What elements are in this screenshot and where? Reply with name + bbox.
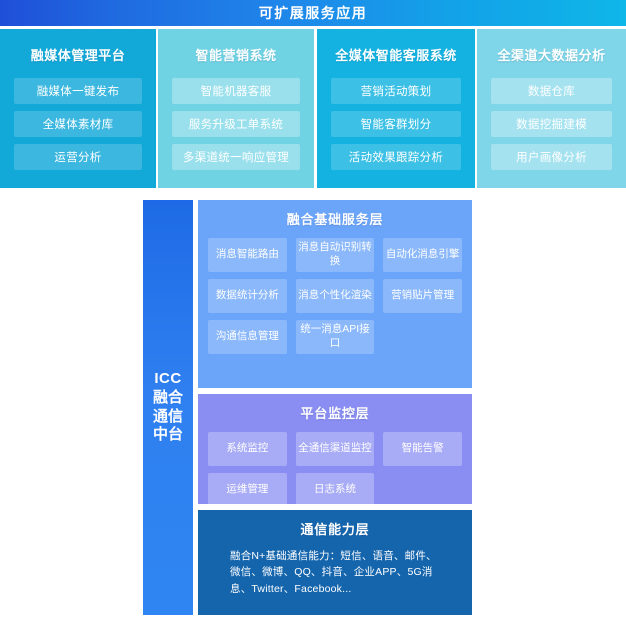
list-item[interactable]: 消息个性化渲染 [295, 279, 375, 313]
column-title: 全渠道大数据分析 [497, 48, 606, 63]
icc-platform-block: ICC 融合通信中台 融合基础服务层 消息智能路由 消息自动识别转换 自动化消息… [143, 200, 472, 615]
application-column-media-platform[interactable]: 融媒体管理平台 融媒体一键发布 全媒体素材库 运营分析 [0, 29, 156, 188]
icc-chinese-label: 融合通信中台 [152, 388, 183, 444]
layer-item-grid: 系统监控 全通信渠道监控 智能告警 运维管理 日志系统 [208, 432, 462, 507]
page-title: 可扩展服务应用 [258, 5, 368, 21]
layer-platform-monitoring: 平台监控层 系统监控 全通信渠道监控 智能告警 运维管理 日志系统 [198, 394, 472, 507]
list-item[interactable]: 沟通信息管理 [208, 320, 287, 354]
application-column-marketing-system[interactable]: 智能营销系统 智能机器客服 服务升级工单系统 多渠道统一响应管理 [158, 29, 314, 188]
layer-title: 通信能力层 [300, 522, 370, 537]
column-item-list: 智能机器客服 服务升级工单系统 多渠道统一响应管理 [158, 78, 314, 170]
extensible-service-banner: 可扩展服务应用 [0, 0, 626, 26]
list-item[interactable]: 智能告警 [383, 432, 462, 466]
list-item[interactable]: 营销活动策划 [331, 78, 461, 104]
list-item[interactable]: 融媒体一键发布 [14, 78, 142, 104]
list-item[interactable]: 自动化消息引擎 [383, 238, 462, 272]
column-title: 全媒体智能客服系统 [335, 48, 457, 63]
column-title: 智能营销系统 [195, 48, 277, 63]
column-item-list: 融媒体一键发布 全媒体素材库 运营分析 [0, 78, 156, 170]
list-item[interactable]: 运维管理 [208, 473, 287, 507]
layer-communication-capability: 通信能力层 融合N+基础通信能力：短信、语音、邮件、微信、微博、QQ、抖音、企业… [198, 510, 472, 615]
list-item[interactable]: 服务升级工单系统 [172, 111, 300, 137]
column-item-list: 数据仓库 数据挖掘建模 用户画像分析 [477, 78, 626, 170]
icc-abbreviation: ICC [154, 370, 182, 387]
list-item[interactable]: 用户画像分析 [491, 144, 612, 170]
list-item[interactable]: 运营分析 [14, 144, 142, 170]
list-item[interactable]: 智能机器客服 [172, 78, 300, 104]
list-item[interactable]: 消息智能路由 [208, 238, 287, 272]
communication-capability-description: 融合N+基础通信能力：短信、语音、邮件、微信、微博、QQ、抖音、企业APP、5G… [230, 550, 437, 595]
layer-fusion-base-service: 融合基础服务层 消息智能路由 消息自动识别转换 自动化消息引擎 数据统计分析 消… [198, 200, 472, 388]
icc-sidebar-label: ICC 融合通信中台 [143, 200, 193, 615]
list-item[interactable]: 数据仓库 [491, 78, 612, 104]
list-item[interactable]: 数据挖掘建模 [491, 111, 612, 137]
platform-layers: 融合基础服务层 消息智能路由 消息自动识别转换 自动化消息引擎 数据统计分析 消… [198, 200, 472, 615]
list-item[interactable]: 全通信渠道监控 [295, 432, 375, 466]
list-item[interactable]: 全媒体素材库 [14, 111, 142, 137]
application-columns-row: 融媒体管理平台 融媒体一键发布 全媒体素材库 运营分析 智能营销系统 智能机器客… [0, 29, 626, 188]
list-item[interactable]: 智能客群划分 [331, 111, 461, 137]
application-column-big-data-analysis[interactable]: 全渠道大数据分析 数据仓库 数据挖掘建模 用户画像分析 [477, 29, 626, 188]
list-item[interactable]: 消息自动识别转换 [295, 238, 375, 272]
layer-title: 融合基础服务层 [286, 212, 384, 227]
column-item-list: 营销活动策划 智能客群划分 活动效果跟踪分析 [317, 78, 475, 170]
list-item[interactable]: 活动效果跟踪分析 [331, 144, 461, 170]
layer-title: 平台监控层 [300, 406, 370, 421]
list-item[interactable]: 日志系统 [295, 473, 375, 507]
list-item[interactable]: 系统监控 [208, 432, 287, 466]
layer-item-grid: 消息智能路由 消息自动识别转换 自动化消息引擎 数据统计分析 消息个性化渲染 营… [208, 238, 462, 354]
list-item[interactable]: 数据统计分析 [208, 279, 287, 313]
list-item[interactable]: 营销贴片管理 [383, 279, 462, 313]
column-title: 融媒体管理平台 [30, 48, 126, 63]
list-item[interactable]: 多渠道统一响应管理 [172, 144, 300, 170]
application-column-customer-service[interactable]: 全媒体智能客服系统 营销活动策划 智能客群划分 活动效果跟踪分析 [317, 29, 475, 188]
list-item[interactable]: 统一消息API接口 [295, 320, 375, 354]
